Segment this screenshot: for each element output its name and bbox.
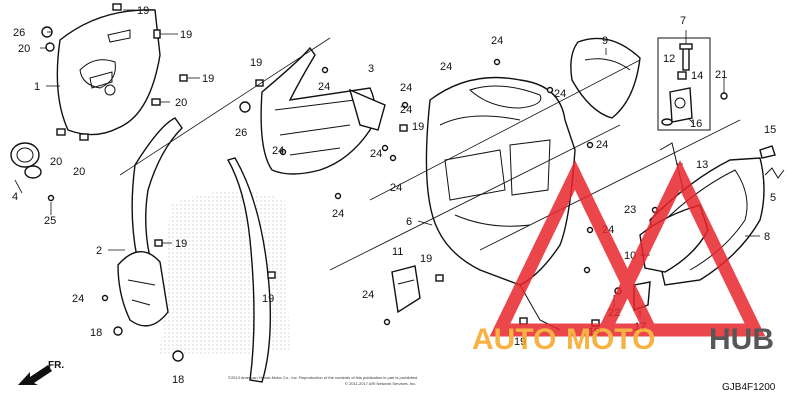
reference-lines: [119, 37, 741, 271]
callout-18: 18: [90, 327, 102, 339]
callout-20: 20: [50, 156, 62, 168]
watermark-auto: AUTO: [472, 323, 556, 356]
callout-19: 19: [180, 29, 192, 41]
callout-5: 5: [770, 192, 776, 204]
part-11-bracket: [391, 265, 421, 314]
callout-11: 11: [392, 246, 403, 258]
callout-19: 19: [202, 73, 214, 85]
front-arrow: FR.: [18, 360, 64, 385]
callout-26: 26: [235, 127, 247, 139]
part-4-grommet: [10, 142, 42, 179]
callout-19: 19: [514, 336, 526, 348]
callout-6: 6: [406, 216, 412, 228]
callout-24: 24: [332, 208, 344, 220]
callout-1: 1: [34, 81, 40, 93]
callout-12: 12: [663, 53, 675, 65]
callout-19: 19: [412, 121, 424, 133]
copyright-text: ©2013 American Honda Motor Co., Inc. Rep…: [228, 375, 417, 380]
part-1-inner-lid: [56, 9, 161, 136]
callout-14: 14: [691, 70, 703, 82]
callout-24: 24: [390, 182, 402, 194]
callout-13: 13: [696, 159, 708, 171]
part-5-spring: [764, 167, 785, 179]
callout-24: 24: [400, 104, 412, 116]
callout-15: 15: [764, 124, 776, 136]
callout-19: 19: [250, 57, 262, 69]
callout-18: 18: [172, 374, 184, 386]
callout-20: 20: [73, 166, 85, 178]
callout-24: 24: [272, 145, 284, 157]
callout-24: 24: [440, 61, 452, 73]
diagram-code: GJB4F1200: [722, 382, 776, 393]
callout-19: 19: [175, 238, 187, 250]
front-label: FR.: [48, 360, 64, 371]
part-15-clip: [759, 145, 776, 159]
callout-7: 7: [680, 15, 686, 27]
watermark-hub: HUB: [709, 323, 774, 356]
part-2-front-cover: [117, 117, 290, 383]
callout-24: 24: [72, 293, 84, 305]
callout-9: 9: [602, 35, 608, 47]
callout-labels: 19 19 19 19 19 19 19 19 19 19 26 26 20 2…: [12, 5, 776, 386]
callout-25: 25: [44, 215, 56, 227]
callout-24: 24: [554, 88, 566, 100]
part-3-inner-box: [260, 46, 386, 175]
callout-20: 20: [175, 97, 187, 109]
callout-24: 24: [318, 81, 330, 93]
part-18-clip: [113, 326, 184, 362]
callout-21: 21: [715, 69, 727, 81]
callout-26: 26: [13, 27, 25, 39]
callout-3: 3: [368, 63, 374, 75]
part-6-inner-panel: [425, 76, 576, 331]
callout-24: 24: [491, 35, 503, 47]
callout-23: 23: [624, 204, 636, 216]
copyright-text-2: © 2011-2017 ARI Network Services, Inc.: [345, 381, 416, 386]
fasteners: [41, 3, 659, 327]
callout-24: 24: [370, 148, 382, 160]
callout-24: 24: [362, 289, 374, 301]
callout-2: 2: [96, 245, 102, 257]
watermark-moto: MOTO: [566, 323, 655, 356]
callout-8: 8: [764, 231, 770, 243]
callout-20: 20: [18, 43, 30, 55]
callout-16: 16: [690, 118, 702, 130]
callout-19: 19: [262, 293, 274, 305]
callout-24: 24: [400, 82, 412, 94]
callout-24: 24: [596, 139, 608, 151]
callout-4: 4: [12, 191, 18, 203]
callout-19: 19: [420, 253, 432, 265]
part-7-latch-assembly: [657, 37, 728, 131]
callout-19: 19: [137, 5, 149, 17]
watermark: AUTO MOTO HUB: [472, 160, 774, 356]
